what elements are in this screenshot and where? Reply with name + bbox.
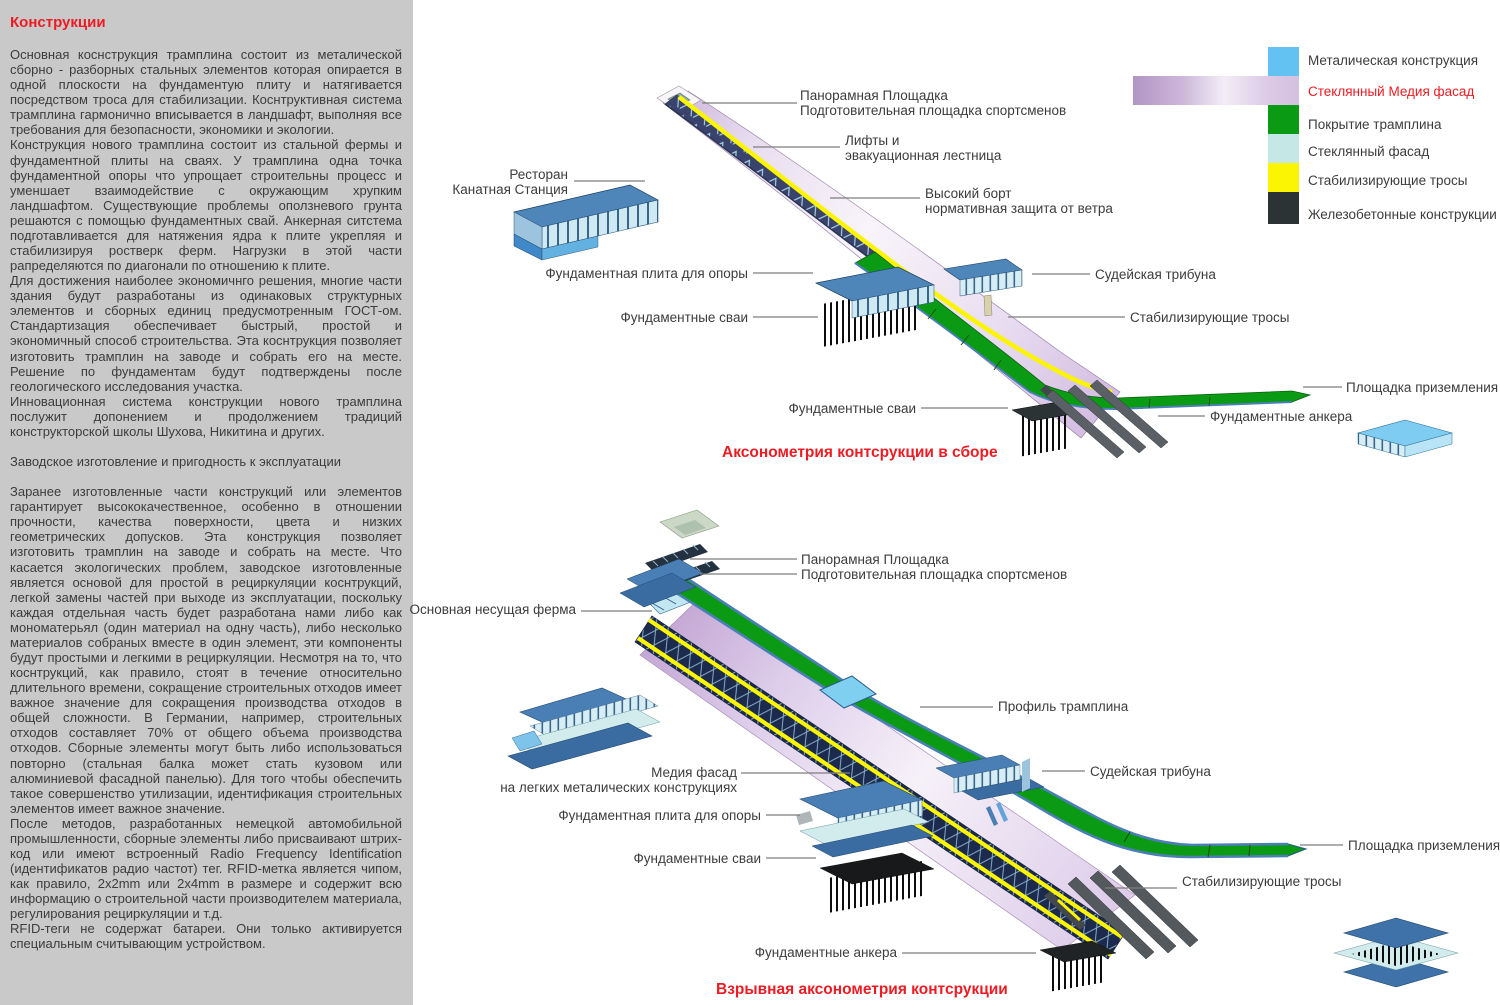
stabilizing-cables-line bbox=[677, 95, 1113, 395]
label-landing-area: Площадка приземления bbox=[1346, 380, 1499, 395]
panel-paragraph: RFID-теги не содержат батареи. Они тольк… bbox=[10, 921, 402, 952]
panel-subheading: Заводское изготовление и пригодность к э… bbox=[10, 454, 341, 470]
judge-tribune-3d bbox=[943, 258, 1023, 317]
judge-tribune-exploded-3d bbox=[935, 754, 1045, 826]
anchor-piles-3d bbox=[1039, 940, 1117, 992]
label-panoramic-platform-b: Панорамная Площадка bbox=[801, 552, 949, 567]
label-stabilizing-cables: Стабилизирующие тросы bbox=[1130, 310, 1290, 325]
legend-label-cables: Стабилизирующие тросы bbox=[1308, 173, 1468, 188]
panel-title: Конструкции bbox=[10, 14, 106, 31]
legend-label-concrete: Железобетонные конструкции bbox=[1308, 207, 1497, 222]
label-landing-area-b: Площадка приземления bbox=[1348, 838, 1500, 853]
label-foundation-piles-b: Фундаментные сваи bbox=[633, 851, 761, 866]
legend-label-glass: Стеклянный фасад bbox=[1308, 144, 1430, 159]
label-restaurant: Ресторан Канатная Станция bbox=[452, 167, 568, 197]
leader-lines-bottom bbox=[581, 558, 1343, 954]
foundation-plate-3d bbox=[814, 266, 936, 347]
panel-paragraph: Инновационная система конструкции нового… bbox=[10, 393, 402, 439]
legend-label-metal: Металическая конструкция bbox=[1308, 53, 1479, 68]
label-panoramic-platform: Панорамная Площадка Подготовительная пло… bbox=[800, 88, 1067, 118]
label-media-facade: Медия фасад на легких металических конст… bbox=[500, 765, 737, 795]
foundation-plate-exploded-3d bbox=[796, 780, 934, 858]
jump-profile-band bbox=[661, 569, 1308, 859]
ramp-edge-line bbox=[664, 103, 877, 264]
assembled-axonometry-drawing bbox=[513, 85, 1454, 459]
panel-paragraph: Конструкция нового трамплина состоит из … bbox=[10, 137, 402, 274]
landing-slab-exploded-3d bbox=[1333, 917, 1459, 988]
label-foundation-plate-b: Фундаментная плита для опоры bbox=[558, 808, 761, 823]
legend-label-cover: Покрытие трамплина bbox=[1308, 117, 1442, 132]
steel-truss-band bbox=[664, 94, 889, 264]
label-foundation-piles: Фундаментные сваи bbox=[620, 310, 748, 325]
foundation-anchors-exploded-3d bbox=[1044, 864, 1199, 960]
foundation-anchors-3d bbox=[1040, 379, 1169, 459]
label-foundation-piles-2: Фундаментные сваи bbox=[788, 401, 916, 416]
legend-swatch-glass bbox=[1268, 134, 1299, 163]
label-foundation-anchors-b: Фундаментные анкера bbox=[754, 945, 897, 960]
label-judge-tribune-b: Судейская трибуна bbox=[1090, 764, 1211, 779]
label-stabilizing-cables-b: Стабилизирующие тросы bbox=[1182, 874, 1342, 889]
label-jump-profile: Профиль трамплина bbox=[998, 699, 1129, 714]
label-judge-tribune: Судейская трибуна bbox=[1095, 267, 1216, 282]
label-lifts: Лифты и эвакуационная лестница bbox=[845, 133, 1002, 163]
legend-swatch-cables bbox=[1268, 163, 1299, 192]
restaurant-cable-station-3d bbox=[513, 184, 659, 261]
panel-paragraph: Заранее изготовленные части конструкций … bbox=[10, 484, 402, 816]
leader-lines-top bbox=[574, 102, 1342, 417]
label-prep-area-b: Подготовительная площадка спортсменов bbox=[801, 567, 1068, 582]
light-metal-structure-3d bbox=[507, 687, 661, 770]
legend-swatch-metal bbox=[1268, 47, 1299, 76]
legend-swatch-cover bbox=[1268, 105, 1299, 134]
text-panel: Конструкции Основная коснструкция трампл… bbox=[0, 0, 413, 1005]
legend-media-gradient-bar bbox=[1133, 76, 1299, 105]
legend-label-media: Стеклянный Медия фасад bbox=[1308, 84, 1475, 99]
panoramic-plates-3d bbox=[619, 509, 720, 608]
exploded-axonometry-drawing bbox=[507, 509, 1459, 992]
landing-slab-3d bbox=[1356, 419, 1454, 458]
panel-paragraph: После методов, разработанных немецкой ав… bbox=[10, 815, 402, 922]
legend-swatch-concrete bbox=[1268, 192, 1299, 224]
label-foundation-plate: Фундаментная плита для опоры bbox=[545, 266, 748, 281]
label-main-truss: Основная несущая ферма bbox=[409, 602, 576, 617]
panel-paragraph: Для достижения наиболее экономичнго реше… bbox=[10, 273, 402, 394]
caption-exploded-axonometry: Взрывная аксонометрия контсрукции bbox=[716, 981, 1008, 998]
label-high-board: Высокий борт нормативная защита от ветра bbox=[925, 186, 1113, 216]
label-foundation-anchors: Фундаментные анкера bbox=[1210, 409, 1353, 424]
caption-assembled-axonometry: Аксонометрия контсрукции в сборе bbox=[722, 444, 998, 461]
foundation-piles-exploded-3d bbox=[819, 852, 935, 913]
panel-paragraph: Основная коснструкция трамплина состоит … bbox=[10, 47, 402, 138]
